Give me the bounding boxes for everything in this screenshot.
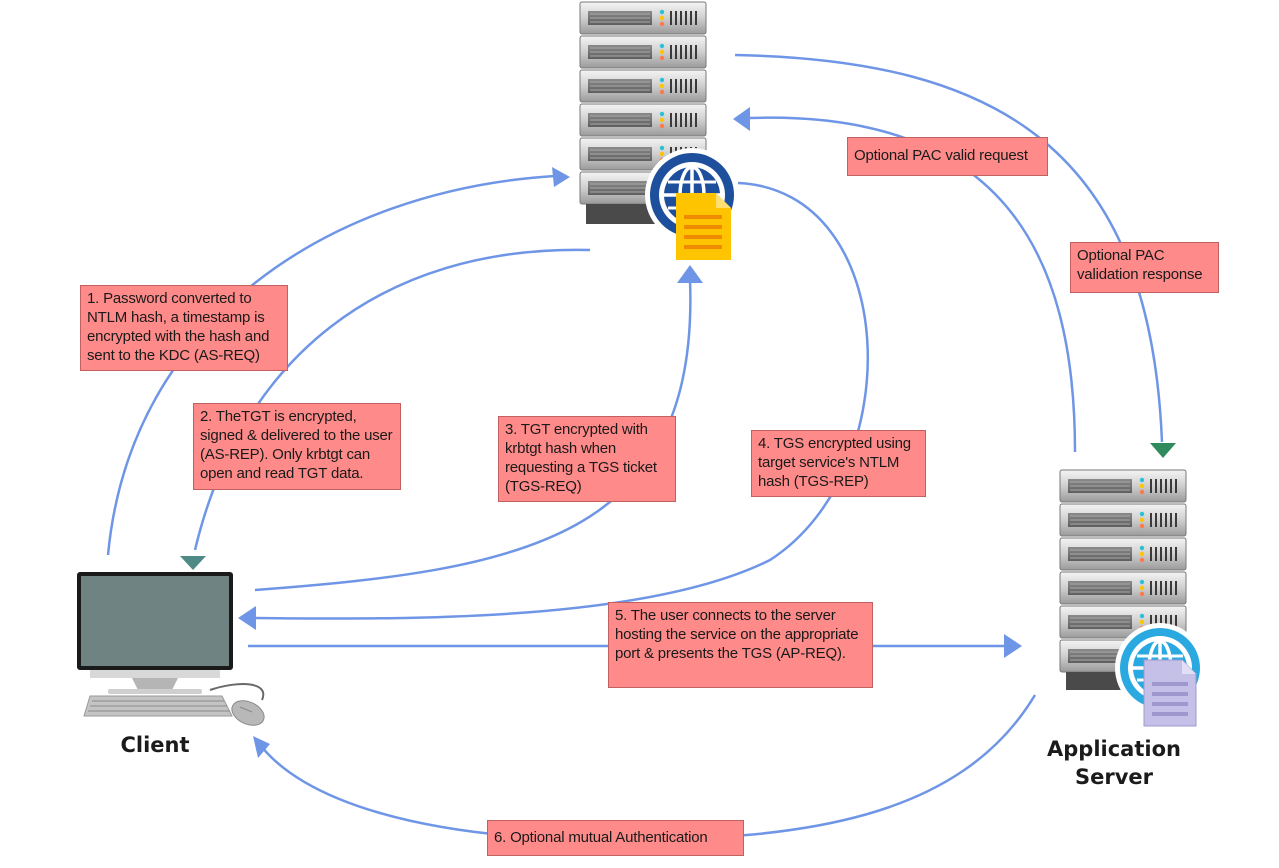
document-icon — [1143, 659, 1197, 727]
arrowhead-kdc-in-3 — [677, 265, 703, 283]
arrowhead-client-in-2 — [180, 556, 206, 570]
note-step1: 1. Password converted to NTLM hash, a ti… — [80, 285, 288, 371]
note-step6: 6. Optional mutual Authentication — [487, 820, 744, 856]
app-server-label-line1: Application — [1047, 737, 1181, 761]
note-pac-request: Optional PAC valid request — [847, 137, 1048, 176]
client-computer — [77, 572, 265, 726]
arrowhead-kdc-in-pac — [733, 107, 750, 131]
note-step4: 4. TGS encrypted using target service's … — [751, 430, 926, 497]
arrow-step3-tgs-req — [254, 279, 692, 592]
desktop-computer-icon — [77, 572, 265, 701]
keyboard-icon — [83, 695, 233, 717]
mouse-icon — [231, 700, 265, 726]
note-step2: 2. TheTGT is encrypted, signed & deliver… — [193, 403, 401, 490]
arrowhead-kdc-in-1 — [552, 167, 570, 187]
arrowhead-server-in-pac — [1150, 443, 1176, 458]
arrowhead-client-in-4 — [238, 606, 256, 630]
arrowhead-server-in-5 — [1004, 634, 1022, 658]
arrow-step1-as-req — [106, 174, 556, 556]
note-step3: 3. TGT encrypted with krbtgt hash when r… — [498, 416, 676, 502]
arrow-pac-request — [749, 116, 1077, 453]
note-pac-response: Optional PAC validation response — [1070, 242, 1219, 293]
arrow-step6-mutual-auth — [256, 694, 1037, 842]
kdc-server — [579, 1, 739, 260]
note-step5: 5. The user connects to the server hosti… — [608, 602, 873, 688]
client-label: Client — [120, 733, 190, 757]
app-server-label-line2: Server — [1074, 765, 1153, 789]
arrow-step4-tgs-rep — [254, 181, 869, 620]
document-icon — [676, 193, 731, 260]
arrowhead-client-in-6 — [253, 736, 270, 758]
application-server — [1059, 469, 1205, 727]
app-server-label: Application Server — [1034, 735, 1194, 791]
